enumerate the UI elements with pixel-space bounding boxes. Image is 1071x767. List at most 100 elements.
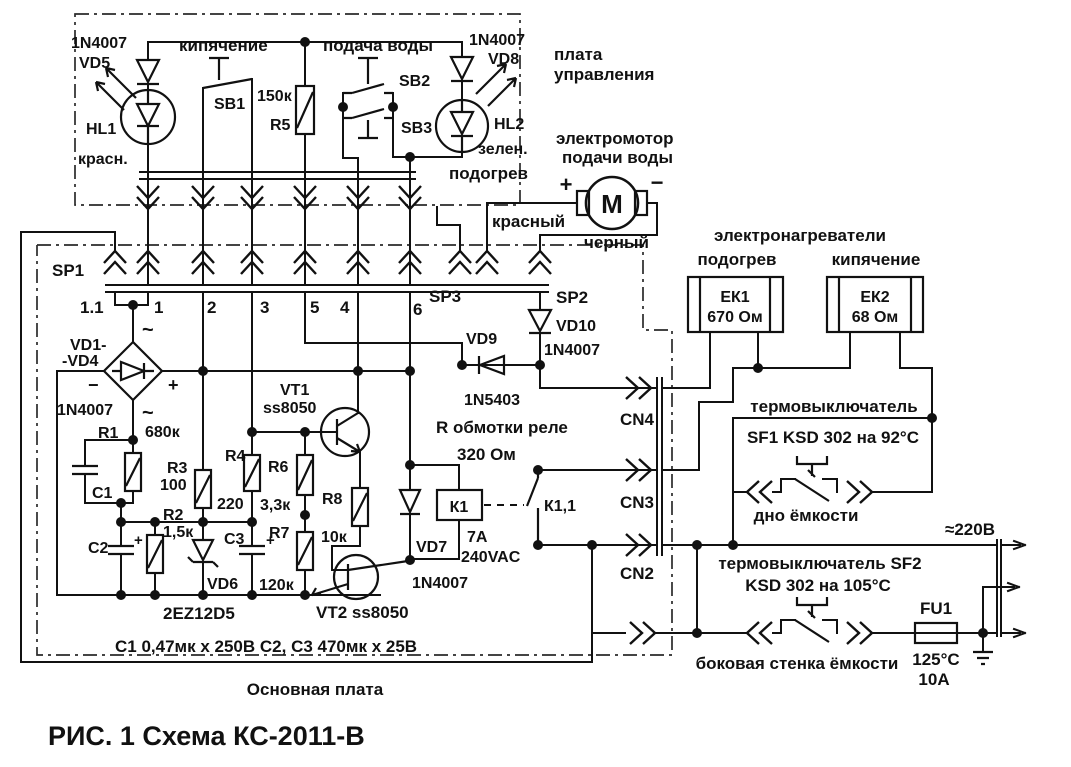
label-motor-plus: + bbox=[560, 172, 573, 197]
label-r2: R2 bbox=[163, 507, 184, 524]
label-sb1-caption: кипячение bbox=[179, 36, 268, 55]
label-hl2-mode: подогрев bbox=[449, 164, 528, 183]
vt1-leads bbox=[331, 370, 361, 571]
sb1-button-icon bbox=[202, 56, 253, 90]
label-sp2: SP2 bbox=[556, 288, 588, 307]
label-r6-val: 3,3к bbox=[260, 497, 291, 514]
label-pin6: 6 bbox=[413, 300, 422, 319]
bridge-rectifier-icon bbox=[102, 340, 164, 402]
sb2-button-icon bbox=[343, 56, 393, 95]
sp3-pin-wire bbox=[436, 206, 461, 252]
label-sf1-location: дно ёмкости bbox=[754, 506, 859, 525]
label-vd8-part: 1N4007 bbox=[469, 32, 525, 49]
r5-slash bbox=[295, 91, 315, 129]
label-wire-red: красный bbox=[492, 212, 565, 231]
hl1-led-diode bbox=[135, 90, 161, 144]
label-r2-val: 1,5к bbox=[163, 524, 194, 541]
vd10-diode-icon bbox=[527, 308, 553, 335]
control-board-border bbox=[74, 13, 521, 206]
label-r7: R7 bbox=[269, 525, 290, 542]
r2-slash bbox=[147, 539, 163, 569]
label-pin1: 1 bbox=[154, 298, 163, 317]
label-sb2: SB2 bbox=[399, 73, 430, 90]
label-sf2-spec: KSD 302 на 105°С bbox=[745, 576, 891, 595]
label-ek2: ЕК2 bbox=[860, 289, 889, 306]
label-ac-bottom: ~ bbox=[142, 402, 154, 424]
label-sf1-spec: SF1 KSD 302 на 92°С bbox=[747, 428, 919, 447]
label-pin11: 1.1 bbox=[80, 298, 104, 317]
label-pin3: 3 bbox=[260, 298, 269, 317]
label-ek2-caption: кипячение bbox=[832, 250, 921, 269]
label-motor-line1: электромотор bbox=[556, 129, 674, 148]
sp-edge-bus bbox=[105, 284, 549, 293]
label-hl1: HL1 bbox=[86, 121, 116, 138]
sb1-legs bbox=[202, 78, 253, 180]
label-vt2: VT2 ss8050 bbox=[316, 603, 409, 622]
r8-resistor-icon bbox=[350, 486, 370, 528]
label-coil-value: 320 Ом bbox=[457, 445, 516, 464]
label-cn3: CN3 bbox=[620, 493, 654, 512]
label-r3: R3 bbox=[167, 460, 188, 477]
label-k11: К1,1 bbox=[544, 498, 576, 515]
label-vd7-part: 1N4007 bbox=[412, 575, 468, 592]
label-vt1: VT1 bbox=[280, 382, 309, 399]
label-sf1-caption: термовыключатель bbox=[750, 397, 917, 416]
sb3-button-icon bbox=[343, 107, 393, 140]
label-c3: С3 bbox=[224, 531, 245, 548]
label-r4: R4 bbox=[225, 448, 246, 465]
ek1-tabs bbox=[698, 277, 772, 332]
vd8-diode-icon bbox=[449, 55, 475, 83]
vt1-transistor-icon bbox=[319, 406, 371, 458]
hl2-led-diode bbox=[449, 100, 475, 152]
label-vd8: VD8 bbox=[488, 51, 519, 68]
ek1-heater-icon bbox=[686, 275, 785, 334]
label-coil-resistance: R обмотки реле bbox=[436, 418, 568, 437]
earth-branch bbox=[982, 581, 1021, 651]
r7-resistor-icon bbox=[295, 530, 315, 572]
label-vd9: VD9 bbox=[466, 331, 497, 348]
sb23-legs bbox=[342, 92, 463, 180]
label-r8-val: 10к bbox=[321, 529, 348, 546]
bridge-minus-rail bbox=[56, 370, 381, 596]
label-sp3: SP3 bbox=[429, 287, 461, 306]
label-fu1-temp: 125°С bbox=[912, 650, 959, 669]
r4-slash bbox=[244, 458, 260, 488]
label-ek1-val: 670 Ом bbox=[707, 309, 762, 326]
label-hl2: HL2 bbox=[494, 116, 524, 133]
label-vd6-part: 2EZ12D5 bbox=[163, 604, 235, 623]
label-r1-val: 680к bbox=[145, 424, 181, 441]
sf2-switch-icon bbox=[794, 597, 830, 643]
label-r6: R6 bbox=[268, 459, 289, 476]
label-wire-black: черный bbox=[584, 233, 649, 252]
k1-relay-coil-icon bbox=[435, 488, 484, 522]
label-r5: R5 bbox=[270, 117, 291, 134]
k1-leads bbox=[409, 464, 460, 560]
r4-resistor-icon bbox=[242, 453, 262, 493]
label-fu1-amp: 10А bbox=[918, 670, 949, 689]
control-board-edge-bus bbox=[139, 171, 416, 180]
label-pin2: 2 bbox=[207, 298, 216, 317]
r2-resistor-icon bbox=[145, 533, 165, 575]
label-r3-val: 100 bbox=[160, 477, 187, 494]
label-vd14a: VD1- bbox=[70, 337, 106, 354]
label-vd14b: -VD4 bbox=[62, 353, 99, 370]
label-vd9-part: 1N5403 bbox=[464, 392, 520, 409]
label-board-line1: плата bbox=[554, 45, 603, 64]
ek-pin-wires bbox=[757, 331, 933, 419]
pin5-wire bbox=[304, 291, 463, 366]
c1-capacitor-icon bbox=[72, 464, 98, 476]
label-c2: C2 bbox=[88, 540, 109, 557]
label-sb1: SB1 bbox=[214, 96, 245, 113]
label-r8: R8 bbox=[322, 491, 343, 508]
motor-red-wire bbox=[486, 202, 578, 252]
label-vd10-part: 1N4007 bbox=[544, 342, 600, 359]
label-mains-220v: ≈220В bbox=[945, 520, 995, 539]
r3-resistor-icon bbox=[193, 468, 213, 510]
label-ek2-val: 68 Ом bbox=[852, 309, 899, 326]
label-k1-amp: 7А bbox=[467, 529, 488, 546]
label-hl2-color: зелен. bbox=[478, 141, 528, 158]
label-r1: R1 bbox=[98, 425, 119, 442]
label-k1: К1 bbox=[450, 499, 469, 516]
vd9-diode-icon bbox=[476, 354, 506, 376]
